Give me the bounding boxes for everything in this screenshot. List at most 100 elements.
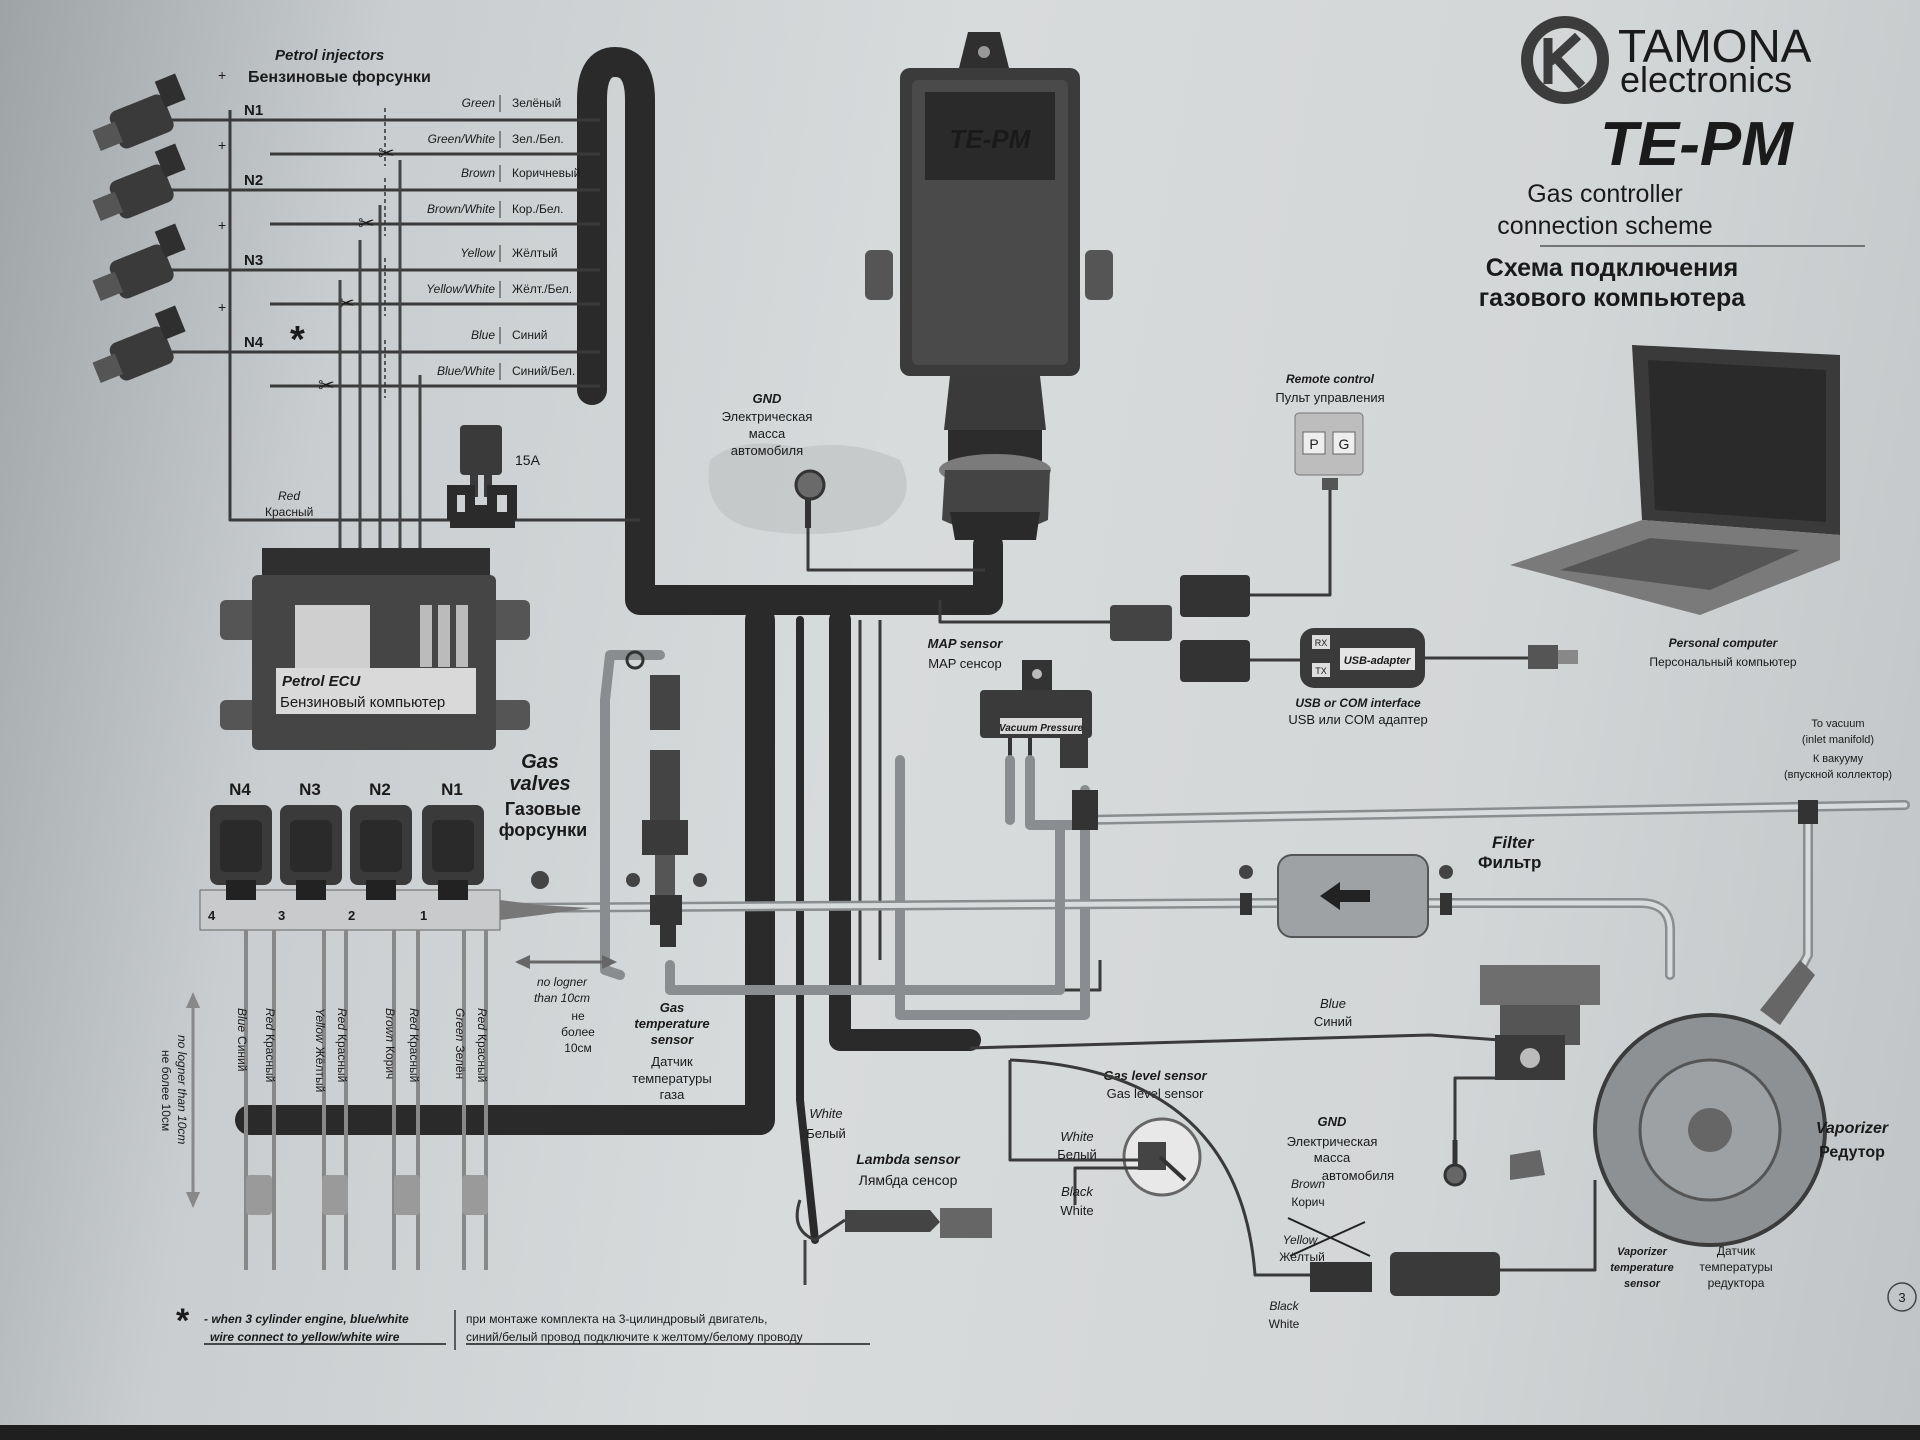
vap-temp-en-1: Vaporizer bbox=[1617, 1246, 1667, 1258]
fuse-rating: 15A bbox=[515, 452, 541, 468]
device-label: TE-PM bbox=[950, 124, 1032, 154]
petrol-injectors-ru: Бензиновые форсунки bbox=[248, 69, 431, 86]
gas-valve-id: N2 bbox=[369, 780, 391, 799]
gnd-vap-en: GND bbox=[1318, 1114, 1348, 1129]
gnd-vap-ru-1: Электрическая bbox=[1287, 1134, 1378, 1149]
wire-color-ru: Коричневый bbox=[512, 166, 580, 180]
valve-wire-label: RedКрасный bbox=[263, 1008, 277, 1082]
title-ru-1: Схема подключения bbox=[1486, 254, 1738, 282]
title-ru-2: газового компьютера bbox=[1479, 284, 1747, 312]
gas-level-en: Gas level sensor bbox=[1103, 1068, 1207, 1083]
valve-wire-label: BrownКорич bbox=[383, 1008, 397, 1079]
gnd-car-ru-1: Электрическая bbox=[722, 409, 813, 424]
vap-black-en: Black bbox=[1269, 1299, 1299, 1313]
lambda-ru: Лямбда сенсор bbox=[859, 1172, 958, 1188]
injector-id: N4 bbox=[244, 334, 264, 351]
vap-temp-ru-3: редуктора bbox=[1708, 1276, 1765, 1290]
gas-temp-en-2: temperature bbox=[634, 1016, 709, 1031]
gas-temp-en-1: Gas bbox=[660, 1000, 685, 1015]
valve-wire-ru: Корич bbox=[383, 1046, 397, 1079]
ecu-wire-bundle bbox=[228, 110, 640, 555]
vap-temp-en-2: temperature bbox=[1610, 1262, 1674, 1274]
valve-wire-en: Red bbox=[335, 1008, 349, 1030]
valve-wire-en: Red bbox=[475, 1008, 489, 1030]
valve-wire-en: Brown bbox=[383, 1008, 397, 1042]
length-en-1: no logner bbox=[537, 975, 588, 989]
vap-temp-en-3: sensor bbox=[1624, 1278, 1661, 1290]
valve-wire-ru: Зелён bbox=[453, 1045, 467, 1079]
map-sensor: Vacuum Pressure bbox=[980, 660, 1092, 825]
valve-wire-ru: Красный bbox=[263, 1034, 277, 1082]
lambda-en: Lambda sensor bbox=[856, 1151, 961, 1167]
plus-sign: + bbox=[218, 137, 226, 153]
vap-yellow-ru: Жёлтый bbox=[1279, 1250, 1325, 1264]
gas-level-white-ru: Белый bbox=[1057, 1147, 1097, 1162]
wire-color-ru: Синий bbox=[512, 328, 547, 342]
map-sensor-ru: MAP сенсор bbox=[928, 656, 1002, 671]
remote-ru: Пульт управления bbox=[1275, 390, 1384, 405]
wire-color2-ru: Синий/Бел. bbox=[512, 364, 575, 378]
valve-wire-ru: Красный bbox=[407, 1034, 421, 1082]
vaporizer-temp-connector bbox=[1009, 1058, 1597, 1296]
white-wire-ru: Белый bbox=[806, 1126, 846, 1141]
wire-color2-en: Brown/White bbox=[427, 202, 495, 216]
remote-control: P G bbox=[1250, 412, 1364, 597]
asterisk-marker: * bbox=[290, 319, 305, 361]
usb-adapter-label: USB-adapter bbox=[1344, 655, 1411, 667]
usb-adapter: RX TX USB-adapter bbox=[1300, 628, 1578, 688]
vap-black-ru: White bbox=[1269, 1317, 1300, 1331]
brand-subname: electronics bbox=[1620, 59, 1792, 100]
gas-valve-id: N1 bbox=[441, 780, 463, 799]
gas-valves-ru-1: Газовые bbox=[505, 799, 581, 819]
gas-valve-number: 4 bbox=[208, 908, 216, 923]
wire-color-en: Brown bbox=[461, 166, 495, 180]
wire-color-ru: Зелёный bbox=[512, 96, 561, 110]
valve-wire-label: GreenЗелён bbox=[453, 1008, 467, 1079]
vaporizer-ru: Редутор bbox=[1819, 1144, 1885, 1161]
brand-logo: TAMONA electronics bbox=[1521, 16, 1812, 104]
length-arrow-vertical: no logner than 10cm не более 10см bbox=[159, 992, 200, 1208]
wire-color-en: Green bbox=[462, 96, 496, 110]
wire-color-en: Blue bbox=[471, 328, 495, 342]
footnote-ru-1: при монтаже комплекта на 3-цилиндровый д… bbox=[466, 1312, 768, 1326]
gas-valve-number: 1 bbox=[420, 908, 427, 923]
brand-name: TAMONA bbox=[1618, 20, 1812, 72]
footnote-ru-2: синий/белый провод подключите к желтому/… bbox=[466, 1330, 803, 1344]
gas-level-white-en: White bbox=[1060, 1129, 1093, 1144]
vap-yellow-en: Yellow bbox=[1283, 1233, 1319, 1247]
plus-sign: + bbox=[218, 67, 226, 83]
gas-valve-number: 2 bbox=[348, 908, 355, 923]
filter-ru: Фильтр bbox=[1478, 853, 1541, 872]
valve-wire-en: Red bbox=[263, 1008, 277, 1030]
gas-temp-ru-2: температуры bbox=[632, 1071, 711, 1086]
valve-wire-ru: Синий bbox=[235, 1036, 249, 1071]
gnd-vap-brown-ru: Корич bbox=[1291, 1195, 1324, 1209]
wire-color2-ru: Жёлт./Бел. bbox=[512, 282, 572, 296]
footnote-en-1: - when 3 cylinder engine, blue/white bbox=[204, 1312, 409, 1326]
injector-id: N1 bbox=[244, 102, 263, 119]
petrol-ecu-ru: Бензиновый компьютер bbox=[280, 694, 445, 711]
valve-wire-label: RedКрасный bbox=[335, 1008, 349, 1082]
footnote-asterisk: * bbox=[176, 1302, 190, 1340]
gas-valve-id: N3 bbox=[299, 780, 321, 799]
gnd-car-ru-3: автомобиля bbox=[731, 443, 803, 458]
gnd-vap-brown-en: Brown bbox=[1291, 1177, 1325, 1191]
title-en-1: Gas controller bbox=[1527, 180, 1683, 208]
scissors-icon: ✂ bbox=[338, 293, 355, 315]
title-en-2: connection scheme bbox=[1497, 212, 1712, 240]
usb-tx: TX bbox=[1315, 666, 1327, 676]
gas-line bbox=[485, 865, 1675, 980]
injector-id: N2 bbox=[244, 172, 263, 189]
gas-level-en-2: Gas level sensor bbox=[1107, 1086, 1204, 1101]
gas-valve-number: 3 bbox=[278, 908, 285, 923]
scissors-icon: ✂ bbox=[358, 213, 375, 235]
usb-rx: RX bbox=[1315, 638, 1328, 648]
valve-wire-ru: Жёлтый bbox=[313, 1047, 327, 1093]
valve-wire-en: Green bbox=[453, 1008, 467, 1042]
valve-wire-ru: Красный bbox=[335, 1034, 349, 1082]
vap-blue-ru: Синий bbox=[1314, 1014, 1352, 1029]
petrol-ecu-box bbox=[220, 548, 530, 750]
